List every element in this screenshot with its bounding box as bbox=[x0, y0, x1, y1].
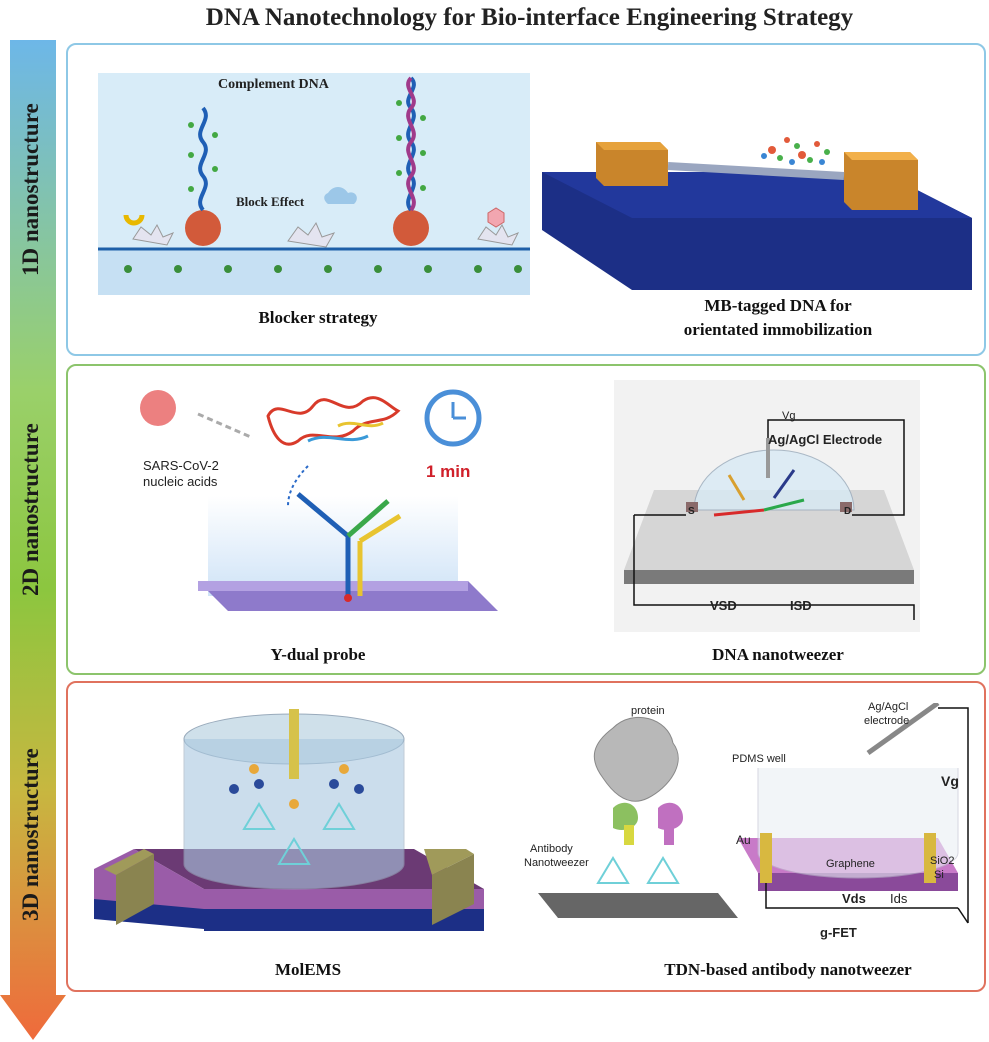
molems-caption: MolEMS bbox=[274, 960, 342, 979]
axis-label-2d: 2D nanostructure bbox=[18, 423, 43, 597]
antibody-label: Antibody bbox=[530, 843, 573, 855]
sars-cov-2-label: SARS-CoV-2 bbox=[143, 458, 219, 473]
g-fet-label: g-FET bbox=[820, 925, 857, 940]
axis-label-3d: 3D nanostructure bbox=[18, 748, 43, 922]
dna-nanotweezer-figure bbox=[614, 380, 920, 632]
si-label: Si bbox=[934, 869, 944, 881]
nanotweezer-label: Nanotweezer bbox=[524, 857, 589, 869]
au-label: Au bbox=[736, 833, 751, 847]
y-dual-probe-caption: Y-dual probe bbox=[270, 645, 366, 664]
panel-1d: Complement DNA Block Effect Blocker stra… bbox=[66, 43, 986, 356]
pdms-well-label: PDMS well bbox=[732, 753, 786, 765]
progression-arrow bbox=[0, 40, 66, 1040]
dna-nanotweezer-caption: DNA nanotweezer bbox=[712, 645, 844, 664]
sio2-label: SiO2 bbox=[930, 855, 955, 867]
ids-label: Ids bbox=[890, 891, 908, 906]
tdn-antibody-caption: TDN-based antibody nanotweezer bbox=[664, 960, 912, 979]
blocker-strategy-caption: Blocker strategy bbox=[258, 308, 378, 327]
electrode-label: electrode bbox=[864, 715, 910, 727]
vg-label-3d: Vg bbox=[941, 773, 959, 789]
vds-label: Vds bbox=[842, 891, 866, 906]
mb-tagged-caption-line2: orientated immobilization bbox=[683, 320, 873, 339]
mb-tagged-dna-figure bbox=[542, 137, 972, 290]
graphene-label: Graphene bbox=[826, 858, 875, 870]
axis-label-1d: 1D nanostructure bbox=[18, 103, 43, 277]
block-effect-label: Block Effect bbox=[236, 194, 305, 209]
one-min-label: 1 min bbox=[426, 462, 471, 481]
mb-tagged-caption-line1: MB-tagged DNA for bbox=[704, 296, 852, 315]
complement-dna-label: Complement DNA bbox=[218, 77, 329, 92]
ag-agcl-label: Ag/AgCl bbox=[868, 701, 909, 713]
vsd-label: VSD bbox=[710, 598, 737, 613]
panel-2d: SARS-CoV-2 nucleic acids 1 min Y-dual pr… bbox=[66, 364, 986, 675]
isd-label: ISD bbox=[790, 598, 812, 613]
blocker-strategy-figure bbox=[98, 73, 530, 295]
panel-3d: MolEMS protein Ag/AgCl electrode PDMS we… bbox=[66, 681, 986, 992]
vg-label: Vg bbox=[782, 410, 796, 422]
figure-title: DNA Nanotechnology for Bio-interface Eng… bbox=[205, 4, 854, 31]
tdn-antibody-nanotweezer-figure bbox=[538, 703, 969, 924]
drain-label: D bbox=[844, 506, 852, 517]
protein-label: protein bbox=[631, 705, 665, 717]
source-label: S bbox=[688, 506, 695, 517]
ag-agcl-electrode-label: Ag/AgCl Electrode bbox=[768, 432, 883, 447]
nucleic-acids-label: nucleic acids bbox=[143, 474, 218, 489]
y-dual-probe-figure bbox=[140, 389, 498, 611]
molems-figure bbox=[94, 709, 484, 931]
